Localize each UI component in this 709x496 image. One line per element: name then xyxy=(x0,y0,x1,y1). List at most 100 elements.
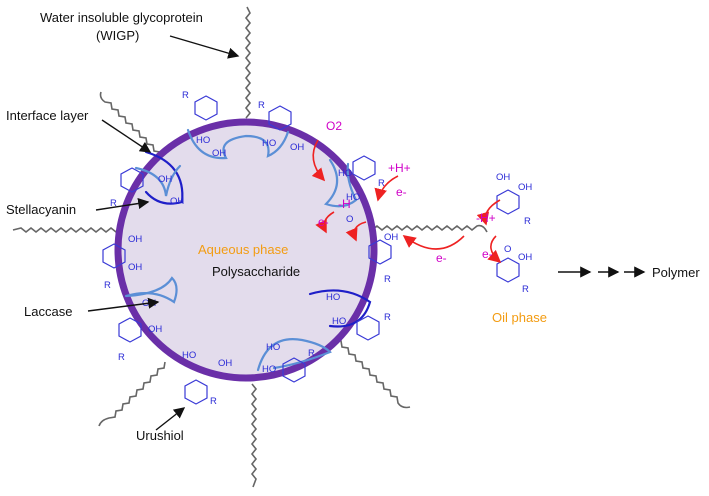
chem-r: R xyxy=(110,198,117,209)
redox-arrows xyxy=(311,139,502,264)
h-minus-label: -H xyxy=(338,197,351,211)
chem-r: R xyxy=(118,352,125,363)
wigp-arrow xyxy=(169,35,240,59)
chem-oh: OH xyxy=(384,232,398,243)
main-labels: Water insoluble glycoprotein (WIGP) Inte… xyxy=(6,10,700,443)
chem-r: R xyxy=(210,396,217,407)
chem-o-dot: O xyxy=(346,214,353,225)
e-arrow-right xyxy=(345,221,367,242)
plus-h-label: +H+ xyxy=(388,161,411,175)
chem-ho: HO xyxy=(326,292,340,303)
chem-ho: HO xyxy=(332,316,346,327)
o2-label: O2 xyxy=(326,119,342,133)
wigp-label-line1: Water insoluble glycoprotein xyxy=(40,10,203,25)
wigp-label-line2: (WIGP) xyxy=(96,28,139,43)
chem-ho: HO xyxy=(338,168,352,179)
e-label: e- xyxy=(318,215,329,229)
chain-right xyxy=(371,224,488,233)
chain-bottom xyxy=(250,383,258,488)
laccase-loop xyxy=(124,276,178,304)
ring-10 xyxy=(368,239,392,265)
protein-bottom xyxy=(256,338,332,372)
stellacyanin-arrow xyxy=(95,197,150,211)
ring-5 xyxy=(118,317,142,343)
pointer-arrows xyxy=(87,35,646,431)
ring-7 xyxy=(282,357,306,383)
protein-lower-right xyxy=(308,289,372,328)
chem-r: R xyxy=(384,312,391,323)
laccase-label: Laccase xyxy=(24,304,72,319)
ring-oil-1 xyxy=(496,189,520,215)
chem-ho: HO xyxy=(262,138,276,149)
e-arrow-chain xyxy=(402,235,465,250)
chem-r: R xyxy=(308,348,315,359)
chem-labels: HO OH R HO OH R OH OH R OH OH R OH OH R … xyxy=(104,90,532,407)
h-plus-arrow xyxy=(374,175,399,202)
minus-h-arrow xyxy=(476,199,501,226)
chem-ho: HO xyxy=(196,135,210,146)
interface-layer-label: Interface layer xyxy=(6,108,89,123)
chem-oh: OH xyxy=(170,196,184,207)
redox-labels: O2 +H+ e- -H e- e- -H+ e- xyxy=(318,119,496,265)
urushiol-label: Urushiol xyxy=(136,428,184,443)
glycoprotein-chains xyxy=(12,6,488,488)
stellacyanin-label: Stellacyanin xyxy=(6,202,76,217)
ring-8 xyxy=(356,315,380,341)
urushiol-rings xyxy=(102,95,520,405)
polysaccharide-label: Polysaccharide xyxy=(212,264,300,279)
chem-oh: OH xyxy=(496,172,510,183)
e-label: e- xyxy=(396,185,407,199)
chem-r: R xyxy=(258,100,265,111)
ring-2 xyxy=(268,105,292,131)
chem-r: R xyxy=(522,284,529,295)
e-arrow-inner xyxy=(315,211,335,234)
ring-1 xyxy=(194,95,218,121)
chem-oh: OH xyxy=(128,234,142,245)
protein-top xyxy=(186,128,290,160)
chem-oh: OH xyxy=(128,262,142,273)
e-label: e- xyxy=(482,247,493,261)
chem-ho: HO xyxy=(346,192,360,203)
chain-lower-right xyxy=(334,339,411,409)
polymer-label: Polymer xyxy=(652,265,700,280)
chain-top xyxy=(244,6,252,119)
chem-ho: HO xyxy=(262,364,276,375)
chain-lower-left xyxy=(98,361,166,427)
ring-oil-2 xyxy=(496,257,520,283)
o2-arrow xyxy=(311,139,326,182)
oil-phase-label: Oil phase xyxy=(492,310,547,325)
interface-arrow xyxy=(101,119,152,153)
e-arrow-oil xyxy=(487,235,502,264)
chem-o-dot: O xyxy=(504,244,511,255)
aqueous-phase-label: Aqueous phase xyxy=(198,242,288,257)
stellacyanin-loop xyxy=(144,150,184,205)
chem-oh: OH xyxy=(290,142,304,153)
chem-r: R xyxy=(524,216,531,227)
protein-loops xyxy=(124,128,372,372)
chem-oh: OH xyxy=(518,252,532,263)
chain-left xyxy=(12,226,127,234)
ring-4 xyxy=(102,243,126,269)
chem-r: R xyxy=(182,90,189,101)
ring-6 xyxy=(184,379,208,405)
chem-oh: OH xyxy=(518,182,532,193)
chem-oh: OH xyxy=(158,174,172,185)
chem-r: R xyxy=(104,280,111,291)
protein-upper-left xyxy=(134,164,182,197)
chem-oh: OH xyxy=(212,148,226,159)
ring-9 xyxy=(352,155,376,181)
e-label: e- xyxy=(436,251,447,265)
chem-oh: OH xyxy=(218,358,232,369)
chem-oh: OH xyxy=(148,324,162,335)
protein-right xyxy=(323,158,358,208)
laccase-arrow xyxy=(87,297,160,312)
ring-3 xyxy=(120,167,144,193)
chem-ho: HO xyxy=(266,342,280,353)
urushiol-arrow xyxy=(155,407,186,431)
chem-r: R xyxy=(384,274,391,285)
chem-r: R xyxy=(378,178,385,189)
chain-upper-left xyxy=(99,91,161,153)
minus-h-label: -H+ xyxy=(476,211,496,225)
